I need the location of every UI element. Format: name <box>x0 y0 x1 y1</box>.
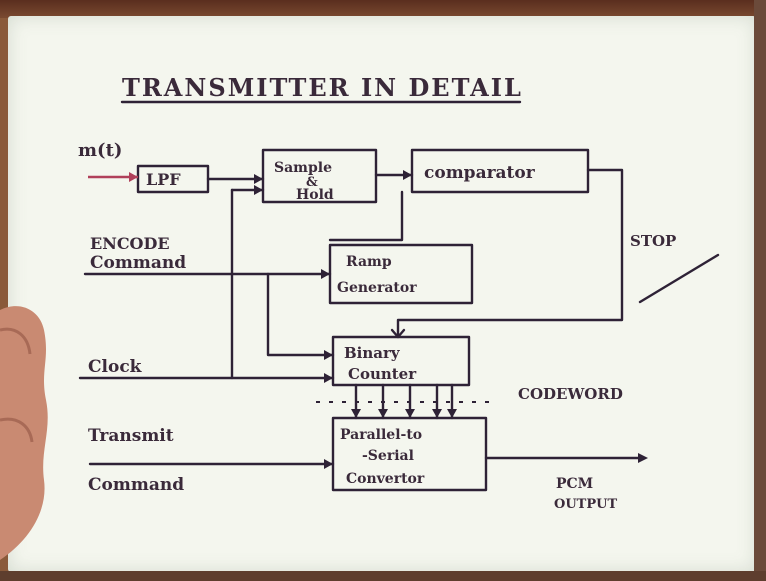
transmit-label-1: Transmit <box>88 426 174 446</box>
arrow-cw-4 <box>432 409 442 418</box>
pts-label-2: -Serial <box>362 448 414 464</box>
arrow-pcm-out <box>638 453 648 463</box>
ramp-label-2: Generator <box>337 280 417 296</box>
ramp-label-1: Ramp <box>346 254 392 270</box>
arrow-counter-encode <box>324 350 333 360</box>
encode-to-counter <box>268 274 333 355</box>
arrow-counter-clock <box>324 373 333 383</box>
diagram-title: TRANSMITTER IN DETAIL <box>122 73 523 102</box>
codeword-label: CODEWORD <box>518 385 623 403</box>
arrow-cw-2 <box>378 409 388 418</box>
pcm-label-1: PCM <box>556 476 593 492</box>
arrow-cw-3 <box>405 409 415 418</box>
pts-label-1: Parallel-to <box>340 427 422 443</box>
input-signal-label: m(t) <box>78 140 122 161</box>
counter-label-2: Counter <box>348 365 417 383</box>
encode-label-1: ENCODE <box>90 234 170 253</box>
comparator-label: comparator <box>424 163 536 183</box>
transmit-label-2: Command <box>88 475 184 495</box>
presenter-hand <box>0 270 70 570</box>
arrow-cw-1 <box>351 409 361 418</box>
arrow-comp-in <box>403 170 412 180</box>
clock-label: Clock <box>88 357 143 377</box>
arrow-pts-in <box>324 459 333 469</box>
ramp-to-comp-feedback <box>330 192 402 240</box>
stop-feedback-line <box>398 170 622 337</box>
slash-mark <box>640 255 718 302</box>
arrow-sh-in <box>254 174 263 184</box>
lpf-label: LPF <box>146 170 181 189</box>
sample-hold-label-3: Hold <box>296 187 334 203</box>
sample-hold-label-1: Sample <box>274 160 332 176</box>
encode-label-2: Command <box>90 253 186 273</box>
pts-label-3: Convertor <box>346 471 425 487</box>
stop-label: STOP <box>630 232 676 250</box>
arrow-cw-5 <box>447 409 457 418</box>
arrow-ramp-in <box>321 269 330 279</box>
pcm-label-2: OUTPUT <box>554 497 617 512</box>
arrow-sh-encode <box>254 185 263 195</box>
arrow-lpf-in <box>129 172 138 182</box>
counter-label-1: Binary <box>344 344 401 362</box>
